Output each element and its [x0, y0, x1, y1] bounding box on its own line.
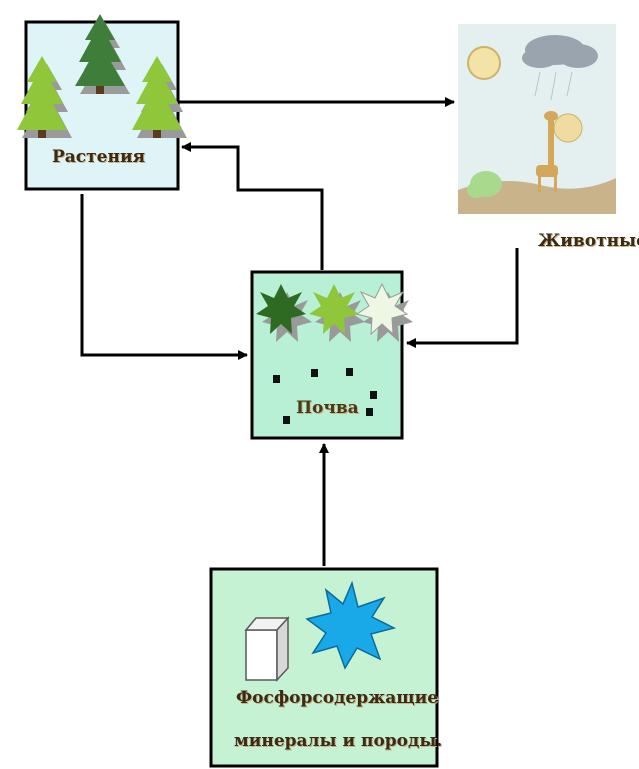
- crystal-icon: [305, 580, 397, 670]
- cloud-icon: [522, 35, 598, 68]
- minerals-label-line2: минералы и породы.: [234, 731, 443, 751]
- arrow-soil-to-plants: [181, 142, 324, 270]
- minerals-node: [209, 567, 439, 768]
- animals-label: Животные: [538, 231, 639, 251]
- giraffe-icon: [536, 111, 558, 192]
- tree-icon-left: [17, 56, 67, 138]
- leaf-icon-dark: [256, 284, 306, 334]
- soil-node: [250, 270, 413, 440]
- animals-node: [458, 24, 616, 214]
- soil-particles: [273, 368, 377, 424]
- tree-icon-right: [132, 56, 182, 138]
- rain-icon: [534, 71, 573, 101]
- leaf-icon-light: [355, 282, 409, 336]
- soil-label: Почва: [296, 398, 359, 418]
- tree-icon-center: [75, 14, 125, 94]
- plants-node: [17, 14, 187, 191]
- arrow-animals-to-soil: [406, 248, 519, 348]
- arrows: [80, 97, 519, 566]
- plants-label: Растения: [52, 147, 146, 167]
- sun-icon: [467, 46, 501, 80]
- arrow-plants-to-soil: [80, 194, 248, 360]
- leaf-icon-mid: [309, 284, 359, 334]
- bush-icon: [467, 171, 502, 198]
- cube-icon: [244, 616, 290, 682]
- minerals-label-line1: Фосфорсодержащие: [236, 688, 439, 708]
